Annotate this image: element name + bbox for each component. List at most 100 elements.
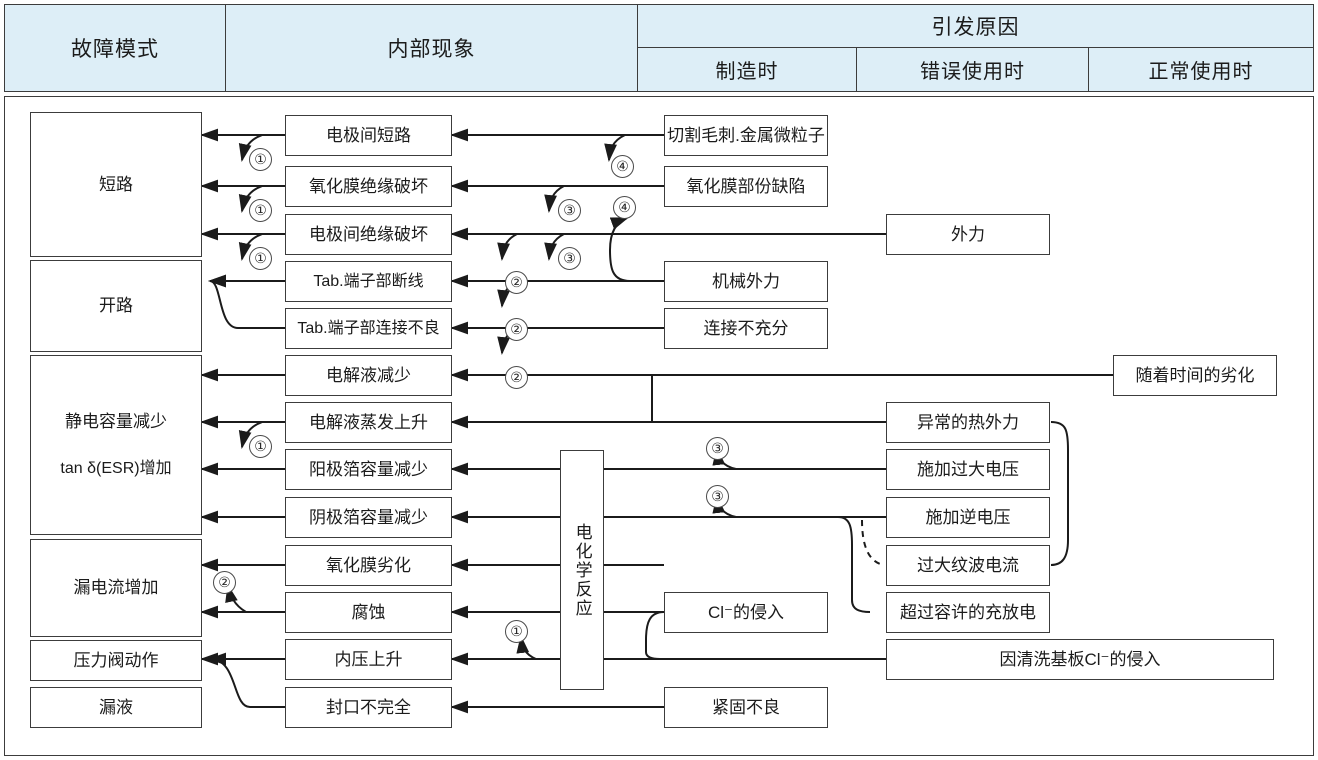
marker-m1: ① — [249, 148, 272, 171]
marker-m2: ① — [249, 199, 272, 222]
internal-box-5[interactable]: 电解液减少 — [285, 355, 452, 396]
header-internal-phenomena: 内部现象 — [225, 4, 638, 92]
internal-label-12: 封口不完全 — [326, 697, 411, 717]
cause-manufacture-box-3[interactable]: 连接不充分 — [664, 308, 828, 349]
marker-m1-label: ① — [254, 151, 267, 168]
cause-misuse-box-6[interactable]: 因清洗基板Cl⁻的侵入 — [886, 639, 1274, 680]
marker-m7-label: ③ — [563, 202, 576, 219]
cause-manufacture-box-5[interactable]: 紧固不良 — [664, 687, 828, 728]
cause-manufacture-box-2[interactable]: 机械外力 — [664, 261, 828, 302]
header-internal-phenomena-label: 内部现象 — [387, 38, 476, 61]
failure-mode-label-5: 漏液 — [99, 697, 133, 717]
internal-box-12[interactable]: 封口不完全 — [285, 687, 452, 728]
header-cause-normal: 正常使用时 — [1088, 47, 1314, 92]
marker-m2-label: ① — [254, 202, 267, 219]
failure-mode-box-4[interactable]: 压力阀动作 — [30, 640, 202, 681]
cause-misuse-label-3: 施加逆电压 — [925, 507, 1011, 527]
failure-mode-label-2: 静电容量减少 — [65, 412, 167, 432]
cause-manufacture-box-0[interactable]: 切割毛刺.金属微粒子 — [664, 115, 828, 156]
internal-box-8[interactable]: 阴极箔容量减少 — [285, 497, 452, 538]
cause-misuse-box-5[interactable]: 超过容许的充放电 — [886, 592, 1050, 633]
cause-manufacture-label-3: 连接不充分 — [703, 318, 789, 338]
cause-misuse-box-2[interactable]: 施加过大电压 — [886, 449, 1050, 490]
marker-m10-label: ④ — [618, 199, 631, 216]
cause-misuse-box-4[interactable]: 过大纹波电流 — [886, 545, 1050, 586]
internal-box-3[interactable]: Tab.端子部断线 — [285, 261, 452, 302]
internal-label-3: Tab.端子部断线 — [313, 272, 424, 290]
marker-m8-label: ③ — [563, 250, 576, 267]
electrochemical-reaction-box[interactable]: 电化学反应 — [560, 450, 604, 690]
failure-mode-box-0[interactable]: 短路 — [30, 112, 202, 257]
failure-mode-label-4: 压力阀动作 — [73, 650, 159, 670]
internal-box-6[interactable]: 电解液蒸发上升 — [285, 402, 452, 443]
cause-misuse-label-0: 外力 — [951, 224, 985, 244]
marker-m5: ② — [505, 318, 528, 341]
internal-box-10[interactable]: 腐蚀 — [285, 592, 452, 633]
header-failure-mode: 故障模式 — [4, 4, 226, 92]
marker-m14: ③ — [706, 437, 729, 460]
marker-m7: ③ — [558, 199, 581, 222]
cause-manufacture-box-4[interactable]: Cl⁻的侵入 — [664, 592, 828, 633]
marker-m15: ③ — [706, 485, 729, 508]
marker-m4-label: ② — [510, 274, 523, 291]
internal-box-1[interactable]: 氧化膜绝缘破坏 — [285, 166, 452, 207]
cause-normal-label-0: 随着时间的劣化 — [1135, 365, 1255, 385]
header-cause-normal-label: 正常使用时 — [1148, 61, 1254, 83]
cause-manufacture-box-1[interactable]: 氧化膜部份缺陷 — [664, 166, 828, 207]
cause-misuse-box-3[interactable]: 施加逆电压 — [886, 497, 1050, 538]
header-cause-group: 引发原因 — [637, 4, 1314, 48]
marker-m8: ③ — [558, 247, 581, 270]
internal-label-6: 电解液蒸发上升 — [309, 412, 428, 432]
internal-label-0: 电极间短路 — [326, 125, 411, 145]
internal-label-2: 电极间绝缘破坏 — [309, 224, 428, 244]
cause-manufacture-label-0: 切割毛刺.金属微粒子 — [667, 125, 825, 145]
failure-mode-label-3: 漏电流增加 — [73, 578, 159, 598]
internal-label-1: 氧化膜绝缘破坏 — [309, 176, 428, 196]
internal-box-0[interactable]: 电极间短路 — [285, 115, 452, 156]
marker-m11: ① — [249, 435, 272, 458]
failure-mode-box-3[interactable]: 漏电流增加 — [30, 539, 202, 637]
internal-label-10: 腐蚀 — [351, 602, 386, 622]
cause-misuse-label-1: 异常的热外力 — [917, 412, 1019, 432]
internal-label-11: 内压上升 — [334, 649, 403, 669]
internal-label-7: 阳极箔容量减少 — [309, 459, 428, 479]
failure-mode-label-1: 开路 — [99, 296, 133, 316]
failure-mode-label-2b: tan δ(ESR)增加 — [60, 459, 172, 477]
cause-misuse-label-2: 施加过大电压 — [917, 459, 1019, 479]
marker-m10: ④ — [613, 196, 636, 219]
electrochemical-reaction-label: 电化学反应 — [572, 522, 592, 618]
marker-m9-label: ④ — [616, 158, 629, 175]
internal-label-4: Tab.端子部连接不良 — [297, 319, 440, 337]
header-cause-misuse-label: 错误使用时 — [920, 61, 1025, 83]
failure-mode-box-2[interactable]: 静电容量减少 tan δ(ESR)增加 — [30, 355, 202, 535]
internal-label-9: 氧化膜劣化 — [326, 555, 411, 575]
marker-m13-label: ① — [510, 623, 523, 640]
marker-m14-label: ③ — [711, 440, 724, 457]
marker-m6-label: ② — [510, 369, 523, 386]
cause-normal-box-0[interactable]: 随着时间的劣化 — [1113, 355, 1277, 396]
cause-misuse-box-0[interactable]: 外力 — [886, 214, 1050, 255]
marker-m12-label: ② — [218, 574, 231, 591]
header-cause-group-label: 引发原因 — [931, 16, 1020, 39]
marker-m6: ② — [505, 366, 528, 389]
marker-m13: ① — [505, 620, 528, 643]
internal-label-5: 电解液减少 — [326, 365, 411, 385]
header-cause-manufacture-label: 制造时 — [715, 61, 779, 83]
cause-manufacture-label-5: 紧固不良 — [712, 697, 780, 717]
cause-manufacture-label-1: 氧化膜部份缺陷 — [686, 176, 806, 196]
marker-m4: ② — [505, 271, 528, 294]
cause-misuse-box-1[interactable]: 异常的热外力 — [886, 402, 1050, 443]
header-cause-misuse: 错误使用时 — [856, 47, 1089, 92]
marker-m5-label: ② — [510, 321, 523, 338]
internal-box-4[interactable]: Tab.端子部连接不良 — [285, 308, 452, 349]
internal-box-9[interactable]: 氧化膜劣化 — [285, 545, 452, 586]
cause-manufacture-label-2: 机械外力 — [712, 271, 780, 291]
internal-box-2[interactable]: 电极间绝缘破坏 — [285, 214, 452, 255]
cause-misuse-label-5: 超过容许的充放电 — [900, 602, 1036, 622]
cause-misuse-label-4: 过大纹波电流 — [917, 555, 1019, 575]
internal-box-7[interactable]: 阳极箔容量减少 — [285, 449, 452, 490]
internal-box-11[interactable]: 内压上升 — [285, 639, 452, 680]
failure-mode-box-5[interactable]: 漏液 — [30, 687, 202, 728]
failure-mode-box-1[interactable]: 开路 — [30, 260, 202, 352]
